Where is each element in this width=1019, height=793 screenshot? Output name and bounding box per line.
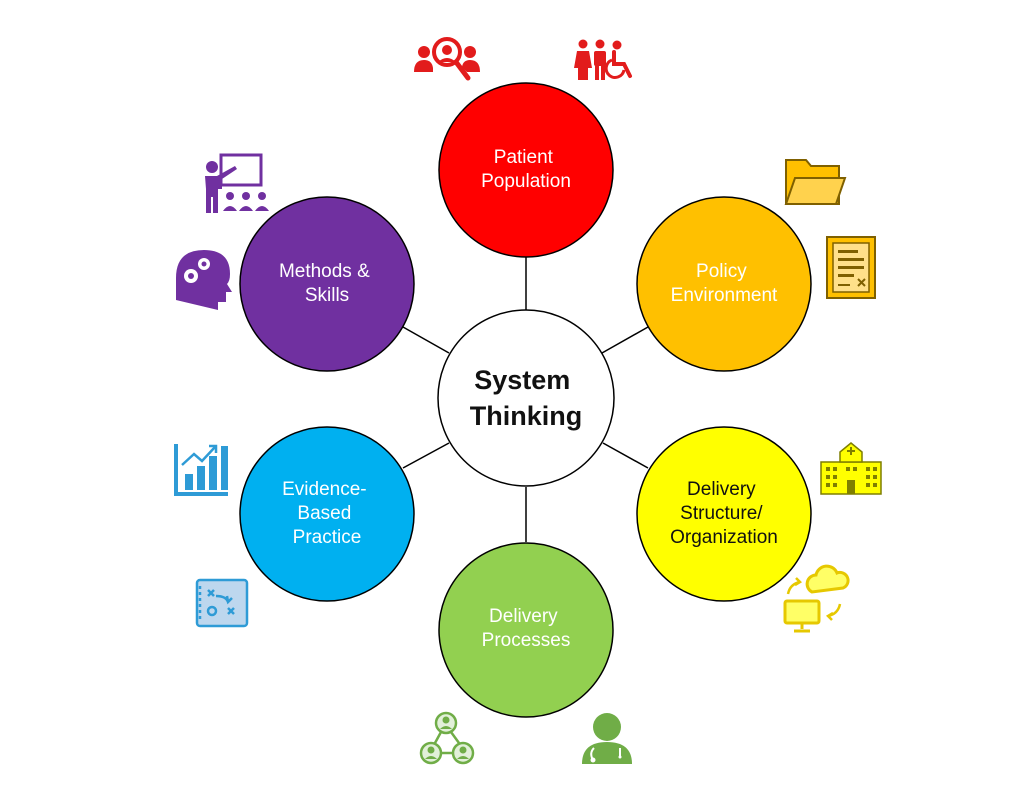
network-people-icon (419, 711, 475, 765)
label-line: Methods & (279, 261, 370, 282)
circle-methods-skills (239, 196, 415, 372)
label-line: Based (297, 503, 351, 524)
label-policy-environment: Policy Environment (671, 261, 778, 306)
label-line: Population (481, 171, 571, 192)
label-line: Delivery (687, 479, 756, 500)
label-line: Practice (293, 527, 362, 548)
folder-icon (784, 159, 847, 205)
teacher-presentation-icon (205, 153, 269, 213)
node-delivery-processes: Delivery Processes (438, 542, 614, 718)
center-title: System Thinking (470, 365, 582, 431)
user-search-icon (414, 37, 480, 81)
center-title-line-2: Thinking (470, 401, 582, 431)
connector-methods-skills (402, 326, 450, 354)
label-line: Evidence- (282, 479, 367, 500)
circle-policy-environment (636, 196, 812, 372)
connector-policy-environment (601, 326, 649, 354)
circle-evidence-based-practice (239, 426, 415, 602)
label-line: Processes (482, 630, 571, 651)
label-evidence-based-practice: Evidence- Based Practice (282, 479, 372, 548)
people-accessibility-icon (574, 39, 632, 80)
label-patient-population: Patient Population (481, 147, 571, 192)
label-line: Patient (494, 147, 554, 168)
label-line: Organization (670, 527, 778, 548)
doctor-icon (582, 713, 632, 764)
circle-delivery-structure (636, 426, 812, 602)
cloud-sync-computer-icon (783, 564, 850, 633)
connector-evidence-based-practice (402, 442, 450, 469)
circle-delivery-processes (438, 542, 614, 718)
node-patient-population: Patient Population (438, 82, 614, 258)
label-delivery-processes: Delivery Processes (482, 606, 571, 651)
strategy-board-icon (195, 578, 249, 628)
label-line: Skills (305, 285, 349, 306)
label-line: Environment (671, 285, 778, 306)
center-title-line-1: System (474, 365, 570, 395)
center-node: System Thinking (437, 309, 615, 487)
connector-delivery-structure (602, 442, 649, 469)
label-line: Delivery (489, 606, 558, 627)
circle-patient-population (438, 82, 614, 258)
label-delivery-structure: Delivery Structure/ Organization (670, 479, 778, 548)
hospital-building-icon (820, 442, 882, 495)
label-methods-skills: Methods & Skills (279, 261, 375, 306)
node-policy-environment: Policy Environment (636, 196, 812, 372)
node-evidence-based-practice: Evidence- Based Practice (239, 426, 415, 602)
label-line: Policy (696, 261, 747, 282)
node-methods-skills: Methods & Skills (239, 196, 415, 372)
label-line: Structure/ (680, 503, 763, 524)
document-contract-icon (826, 236, 876, 299)
head-gears-icon (176, 250, 232, 310)
center-circle (437, 309, 615, 487)
connectors (402, 255, 649, 542)
bar-chart-growth-icon (174, 444, 228, 496)
node-delivery-structure: Delivery Structure/ Organization (636, 426, 812, 602)
